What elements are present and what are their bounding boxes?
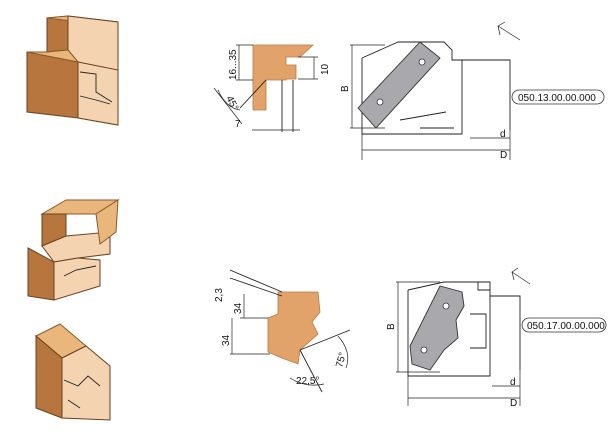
cutter-head-top: B d D 050.13.00.00.000 — [340, 21, 605, 161]
dim-height-range-label: 16...35 — [228, 49, 239, 80]
product-code-box-top — [511, 89, 605, 105]
dim-b-label-top: B — [340, 85, 351, 92]
dim-34-upper-label: 34 — [233, 302, 244, 314]
dim-b-label-bottom: B — [386, 323, 397, 330]
dim-10-label: 10 — [320, 63, 331, 75]
wood-joint-3d-bottom-a — [27, 199, 120, 301]
product-code-box-bottom — [521, 317, 607, 333]
dim-75-label: 75° — [334, 351, 349, 368]
product-code-bottom: 050.17.00.00.000 — [527, 321, 605, 332]
dim-angle-45-label: 45° — [223, 94, 240, 113]
product-code-top: 050.13.00.00.000 — [518, 93, 596, 104]
dim-22-5-label: 22,5° — [296, 376, 319, 387]
dim-d-small-label-top: d — [500, 129, 506, 140]
dim-34-lower-label: 34 — [221, 334, 232, 346]
cutter-head-bottom: B d D 050.17.00.00.000 — [386, 267, 607, 409]
cutting-profile-top: 16...35 10 45° 7 — [213, 44, 331, 132]
wood-joint-3d-top — [26, 15, 119, 126]
cutting-profile-bottom: 2,3 34 34 22,5° 75° — [214, 269, 351, 393]
dim-d-big-label-bottom: D — [510, 398, 517, 409]
dim-2-3-label: 2,3 — [214, 288, 225, 302]
wood-joint-3d-bottom-b — [35, 323, 111, 421]
dim-7-label: 7 — [235, 119, 241, 130]
dim-d-big-label-top: D — [500, 150, 507, 161]
dim-d-small-label-bottom: d — [510, 377, 516, 388]
